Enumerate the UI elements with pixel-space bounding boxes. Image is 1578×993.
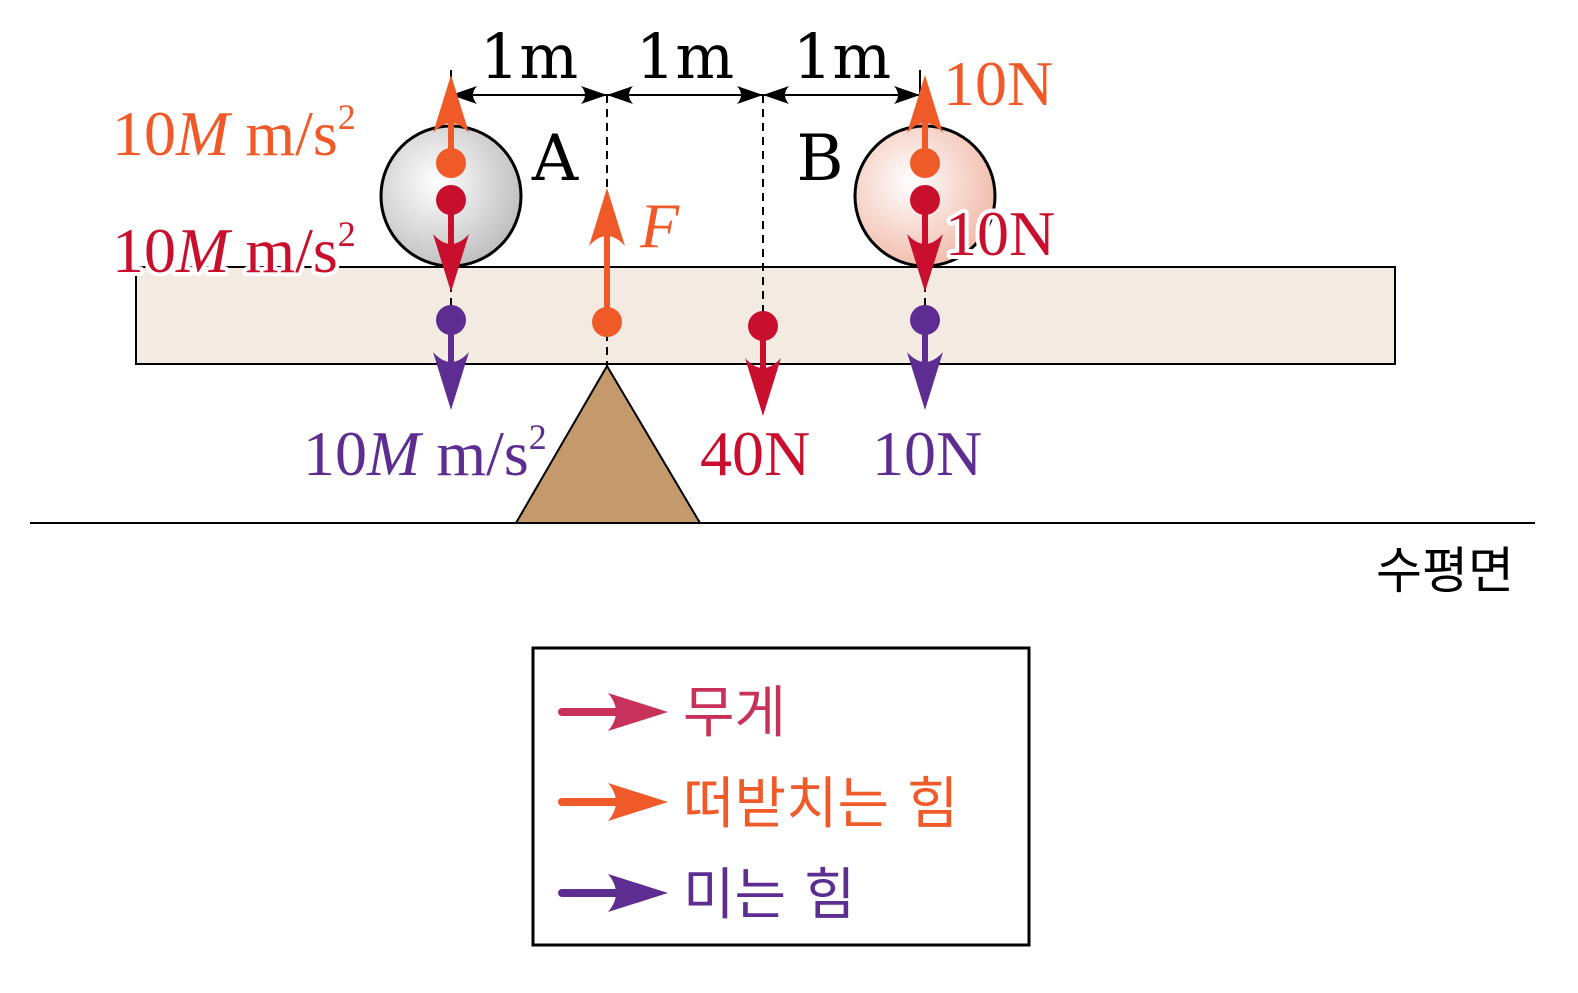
force-arrows — [433, 75, 943, 416]
label-f: F — [639, 190, 680, 261]
legend-arrows — [558, 693, 668, 912]
label-a-support: 10M m/s2 — [112, 97, 356, 169]
b-push-arrowhead — [907, 352, 943, 410]
dimension-label: 1m — [480, 20, 578, 93]
dimension-lines — [451, 86, 920, 104]
object-label-b: B — [796, 122, 843, 196]
a-weight-arrowhead — [433, 234, 469, 292]
f-support-point — [592, 307, 622, 337]
dimension-arrowhead — [581, 86, 607, 104]
b-support-point — [910, 148, 940, 178]
a-weight-point — [436, 185, 466, 215]
dimension-arrowhead — [451, 86, 477, 104]
f-support-arrowhead — [589, 188, 625, 246]
beam-weight-point — [748, 311, 778, 341]
dimension-arrowhead — [894, 86, 920, 104]
dimension-arrowhead — [607, 86, 633, 104]
legend-push-arrow-head — [608, 874, 668, 912]
a-support-point — [436, 148, 466, 178]
a-push-arrowhead — [433, 352, 469, 410]
a-support-arrowhead — [433, 75, 469, 133]
label-b-support: 10N — [943, 48, 1053, 119]
fulcrum — [514, 364, 702, 524]
label-beam-weight: 40N — [700, 418, 810, 489]
beam-weight-arrowhead — [745, 358, 781, 416]
b-support-arrowhead — [907, 75, 943, 133]
dimension-arrowhead — [763, 86, 789, 104]
legend-push-label: 미는 힘 — [683, 863, 855, 928]
legend-support-label: 떠받치는 힘 — [683, 772, 958, 837]
object-label-a: A — [531, 122, 579, 196]
ground-label: 수평면 — [1376, 542, 1514, 600]
label-a-push: 10M m/s2 — [303, 417, 547, 489]
dimension-label: 1m — [636, 20, 734, 93]
legend-support-arrow-head — [608, 783, 668, 821]
b-weight-arrowhead — [907, 234, 943, 292]
label-a-weight: 10M m/s2 — [112, 214, 356, 286]
dimension-arrowhead — [737, 86, 763, 104]
a-push-point — [436, 305, 466, 335]
label-b-weight: 10N — [945, 198, 1055, 269]
b-weight-point — [910, 185, 940, 215]
label-b-push: 10N — [872, 418, 982, 489]
legend-weight-arrow-head — [608, 693, 668, 731]
legend-weight-label: 무게 — [683, 681, 786, 746]
b-push-point — [910, 305, 940, 335]
dimension-label: 1m — [793, 20, 891, 93]
